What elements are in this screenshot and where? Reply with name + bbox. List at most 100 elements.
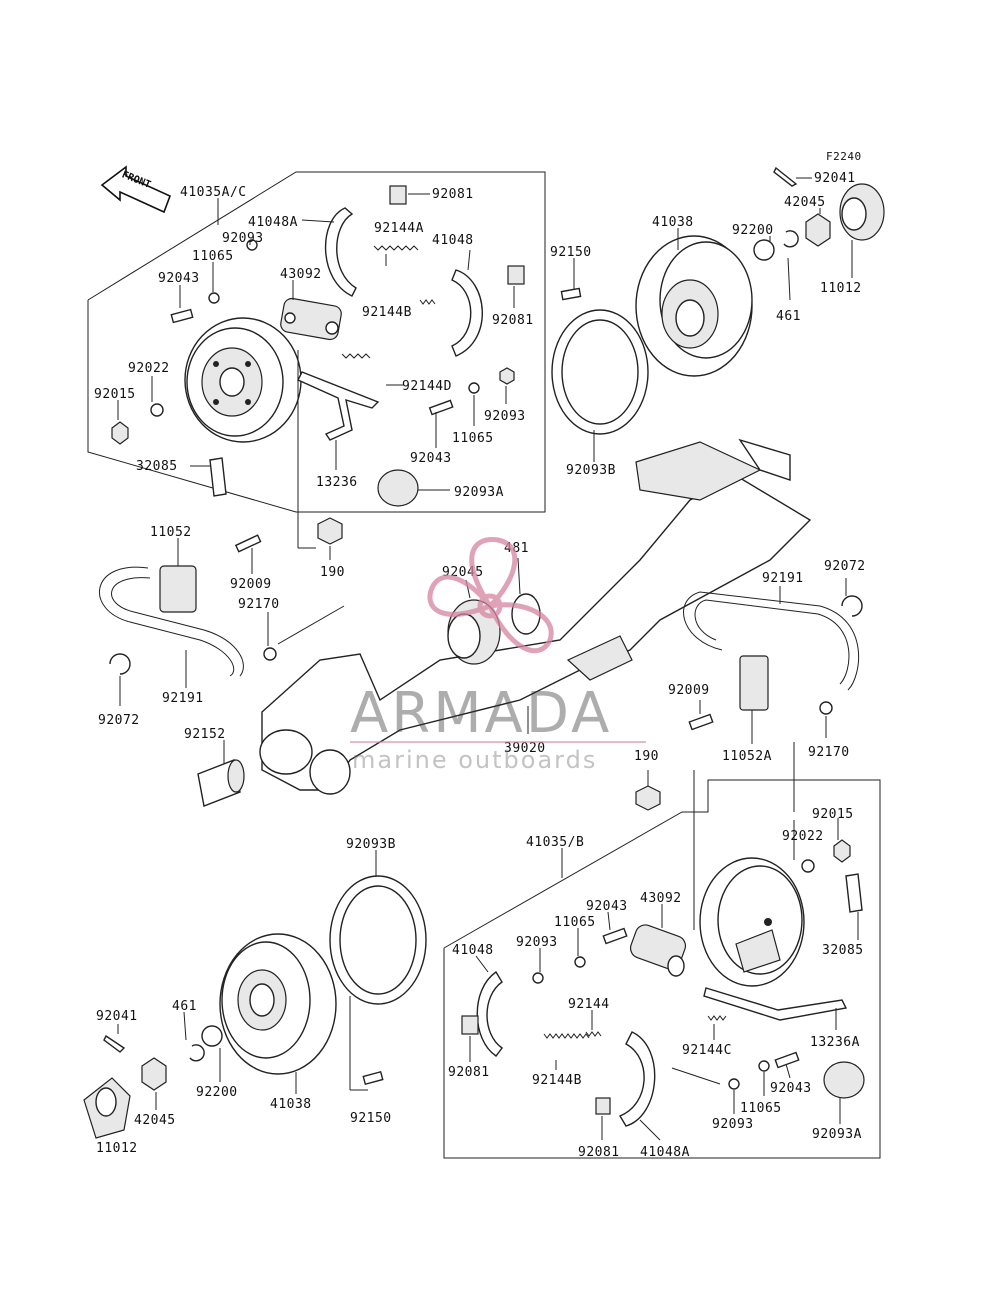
clip-icon (389, 185, 407, 205)
nut-icon (499, 367, 515, 385)
spring-icon (341, 353, 371, 359)
leader-lines (117, 193, 515, 491)
bolt-icon (317, 517, 343, 545)
leader-lines (117, 850, 377, 1110)
washer-icon (150, 403, 164, 417)
leader-lines (469, 742, 859, 1141)
callout-92015: 92015 (812, 807, 854, 822)
callout-92093a: 92093A (454, 485, 504, 500)
callout-92043: 92043 (586, 899, 628, 914)
bolt-icon (635, 785, 661, 811)
spring-washer-icon (783, 230, 799, 248)
callout-92200: 92200 (732, 223, 774, 238)
callout-11012: 11012 (820, 281, 862, 296)
callout-92144b: 92144B (362, 305, 412, 320)
wheel-cylinder-icon (280, 297, 342, 341)
callout-190: 190 (634, 749, 659, 764)
callout-92144a: 92144A (374, 221, 424, 236)
watermark-tagline: marine outboards (352, 746, 597, 774)
brake-hose-icon (694, 599, 850, 685)
callout-13236: 13236 (316, 475, 358, 490)
brake-drum-icon (635, 235, 753, 377)
callout-92022: 92022 (782, 829, 824, 844)
brake-drum-liner-icon (329, 875, 427, 1005)
castle-nut-icon (141, 1057, 167, 1091)
bolt-icon (560, 287, 582, 301)
watermark-logo: ARMADA marine outboards (350, 537, 646, 774)
callout-11065: 11065 (554, 915, 596, 930)
nut-icon (111, 421, 129, 445)
lever-icon (297, 371, 380, 441)
washer-icon (208, 292, 220, 304)
callout-92043: 92043 (158, 271, 200, 286)
brake-shoe-icon (324, 207, 357, 297)
callout-92093: 92093 (516, 935, 558, 950)
brake-hose-icon (683, 591, 860, 691)
callout-92009: 92009 (668, 683, 710, 698)
callout-11052a: 11052A (722, 749, 772, 764)
callout-41035-b: 41035/B (526, 835, 584, 850)
spring-washer-icon (189, 1044, 205, 1062)
callout-11065: 11065 (452, 431, 494, 446)
callout-92081: 92081 (492, 313, 534, 328)
callout-92009: 92009 (230, 577, 272, 592)
cotter-pin-icon (773, 166, 798, 187)
seal-icon (823, 1061, 865, 1099)
callout-92200: 92200 (196, 1085, 238, 1100)
callout-41038: 41038 (270, 1097, 312, 1112)
clamp-icon (109, 653, 131, 675)
callout-461: 461 (776, 309, 801, 324)
hub-cap-icon (83, 1077, 131, 1139)
washer-icon (753, 239, 775, 261)
propeller-icon (427, 537, 554, 654)
leader-lines (119, 350, 847, 786)
callout-32085: 32085 (822, 943, 864, 958)
nut-icon (833, 839, 851, 863)
spring-icon (707, 1015, 727, 1021)
callout-41048: 41048 (432, 233, 474, 248)
brake-drum-liner-icon (551, 309, 649, 435)
watermark-brand: ARMADA (350, 681, 612, 746)
callout-41048a: 41048A (640, 1145, 690, 1160)
brake-shoe-icon (618, 1031, 656, 1127)
box-top-left (87, 171, 546, 513)
clip-icon (845, 873, 863, 913)
callout-92041: 92041 (96, 1009, 138, 1024)
callout-92081: 92081 (578, 1145, 620, 1160)
callout-41038: 41038 (652, 215, 694, 230)
brake-hose-icon (99, 566, 235, 677)
spring-icon (419, 299, 436, 305)
washer-icon (728, 1078, 740, 1090)
brake-shoe-icon (476, 970, 503, 1057)
callout-11052: 11052 (150, 525, 192, 540)
callout-41035a-c: 41035A/C (180, 185, 247, 200)
seal-icon (377, 469, 419, 507)
brake-shoe-icon (451, 269, 483, 357)
callout-92093b: 92093B (346, 837, 396, 852)
callout-92150: 92150 (550, 245, 592, 260)
callout-43092: 43092 (640, 891, 682, 906)
front-arrow-icon: FRONT (100, 165, 172, 214)
callout-43092: 43092 (280, 267, 322, 282)
callout-92072: 92072 (98, 713, 140, 728)
callout-92041: 92041 (814, 171, 856, 186)
callout-92152: 92152 (184, 727, 226, 742)
clamp-icon (841, 595, 863, 617)
callout-92081: 92081 (448, 1065, 490, 1080)
spring-icon (585, 1031, 602, 1037)
bolt-icon (234, 534, 262, 553)
callout-41048a: 41048A (248, 215, 298, 230)
brake-backing-plate-icon (184, 317, 302, 443)
pin-icon (774, 1051, 800, 1069)
bolt-icon (362, 1070, 384, 1086)
cotter-pin-icon (103, 1034, 126, 1053)
washer-icon (468, 382, 480, 394)
callout-92144c: 92144C (682, 1043, 732, 1058)
bracket-icon (739, 655, 769, 711)
pin-icon (428, 399, 454, 416)
brake-backing-plate-icon (699, 857, 805, 987)
callout-92150: 92150 (350, 1111, 392, 1126)
brake-hose-icon (111, 577, 244, 677)
callout-92144d: 92144D (402, 379, 452, 394)
